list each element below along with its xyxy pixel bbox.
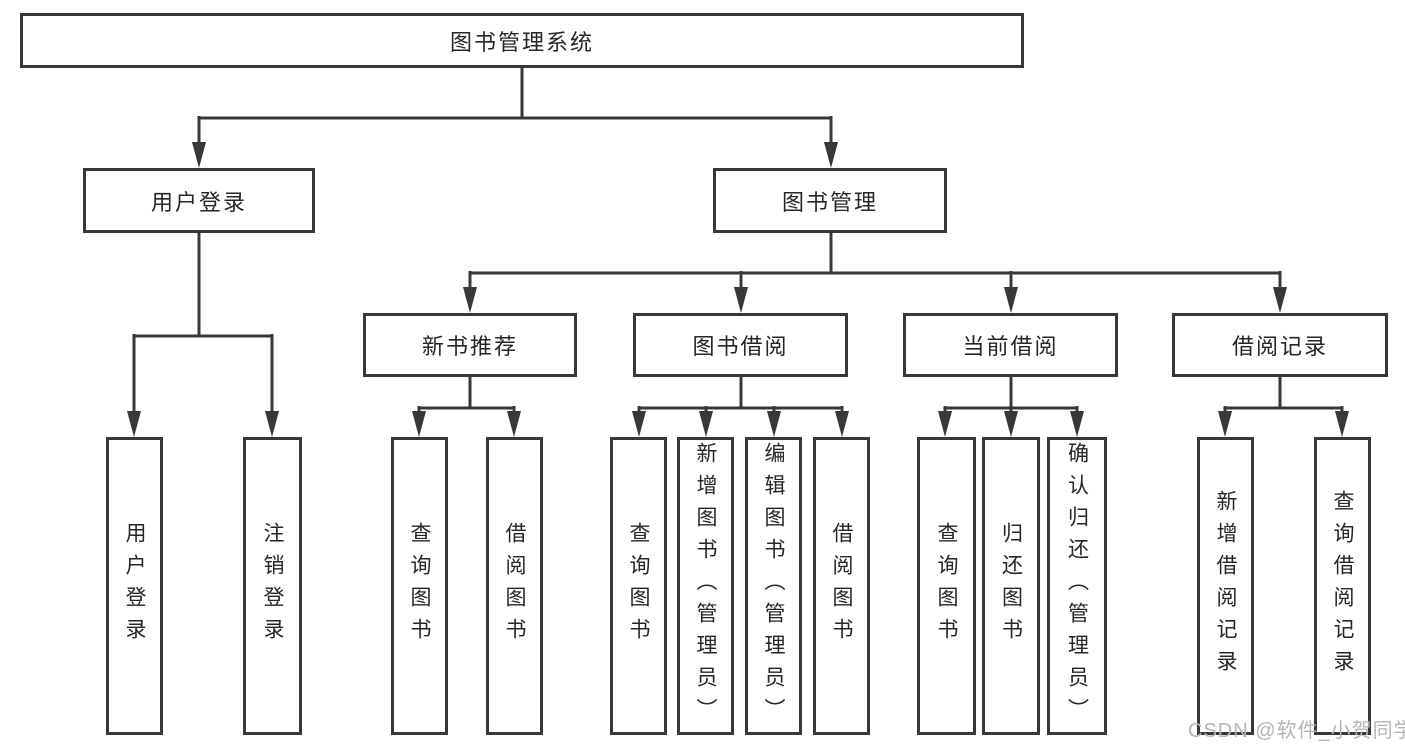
arrowhead (127, 411, 141, 437)
arrowhead (767, 411, 781, 437)
arrowhead (507, 411, 521, 437)
root-node-library-management-system: 图书管理系统 (20, 13, 1024, 68)
arrowhead (412, 411, 426, 437)
leaf-node-query-books-borrow: 查询图书 (610, 437, 667, 735)
arrowhead (192, 142, 206, 168)
leaf-node-query-books-current: 查询图书 (917, 437, 976, 735)
connector-borrow-records-to-leaves (1218, 377, 1349, 437)
arrowhead (699, 411, 713, 437)
connector-root-to-level2 (192, 68, 838, 168)
arrowhead (1335, 411, 1349, 437)
arrowhead (1218, 411, 1232, 437)
arrowhead (1273, 287, 1287, 313)
leaf-node-user-login: 用户登录 (106, 437, 163, 735)
leaf-node-return-books: 归还图书 (982, 437, 1040, 735)
branch-node-book-management: 图书管理 (713, 168, 947, 233)
arrowhead (824, 142, 838, 168)
arrowhead (938, 411, 952, 437)
branch-node-current-borrow: 当前借阅 (903, 313, 1118, 377)
leaf-node-query-borrow-record: 查询借阅记录 (1314, 437, 1371, 735)
connector-user-login-to-leaves (127, 233, 279, 437)
arrowhead (1004, 411, 1018, 437)
csdn-watermark: CSDN @软件_小贺同学 (1188, 720, 1405, 742)
arrowhead (734, 287, 748, 313)
leaf-node-add-borrow-record: 新增借阅记录 (1197, 437, 1254, 735)
connector-current-borrow-to-leaves (938, 377, 1084, 437)
branch-node-user-login: 用户登录 (83, 168, 315, 233)
leaf-node-add-books-admin: 新增图书（管理员） (677, 437, 734, 735)
arrowhead (265, 411, 279, 437)
leaf-node-query-books-recommend: 查询图书 (391, 437, 448, 735)
arrowhead (1004, 287, 1018, 313)
leaf-node-borrow-books: 借阅图书 (813, 437, 870, 735)
connector-book-mgmt-to-level3 (463, 233, 1287, 313)
branch-node-new-book-recommend: 新书推荐 (363, 313, 577, 377)
arrowhead (632, 411, 646, 437)
arrowhead (463, 287, 477, 313)
arrowhead (1070, 411, 1084, 437)
leaf-node-logout: 注销登录 (243, 437, 302, 735)
connector-book-borrow-to-leaves (632, 377, 849, 437)
connector-new-book-recommend-to-leaves (412, 377, 521, 437)
branch-node-book-borrow: 图书借阅 (633, 313, 848, 377)
leaf-node-edit-books-admin: 编辑图书（管理员） (745, 437, 802, 735)
arrowhead (835, 411, 849, 437)
branch-node-borrow-records: 借阅记录 (1172, 313, 1388, 377)
leaf-node-confirm-return-admin: 确认归还（管理员） (1047, 437, 1107, 735)
leaf-node-borrow-books-recommend: 借阅图书 (486, 437, 543, 735)
